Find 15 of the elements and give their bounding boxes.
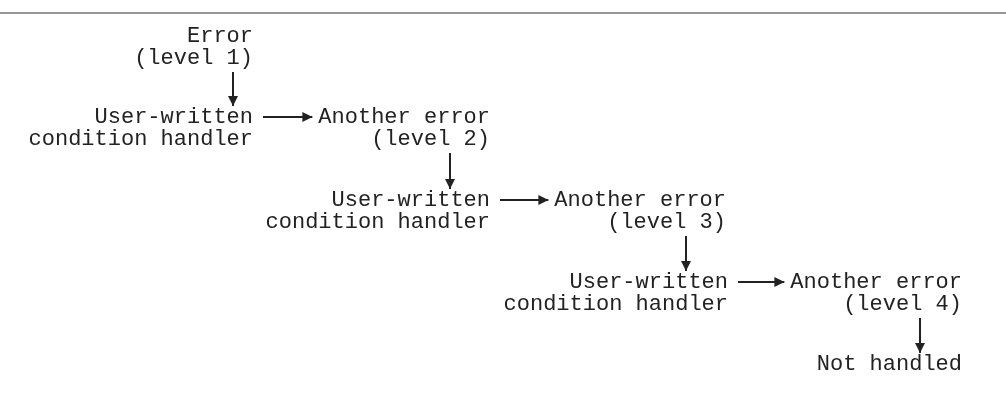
node-text: Another error (level 2)	[317, 107, 490, 151]
node-text: User-written condition handler	[27, 107, 253, 151]
arrow	[445, 152, 455, 190]
arrow	[915, 317, 925, 354]
node-text: Another error (level 3)	[553, 190, 726, 234]
node-text: Not handled	[815, 354, 962, 376]
arrow	[681, 235, 691, 272]
node-text: User-written condition handler	[502, 272, 728, 316]
arrow	[499, 195, 550, 205]
arrow	[737, 277, 786, 287]
node-text: Another error (level 4)	[789, 272, 962, 316]
node-text: Error (level 1)	[133, 26, 253, 70]
arrow	[228, 71, 238, 107]
arrow	[262, 112, 314, 122]
node-text: User-written condition handler	[264, 190, 490, 234]
